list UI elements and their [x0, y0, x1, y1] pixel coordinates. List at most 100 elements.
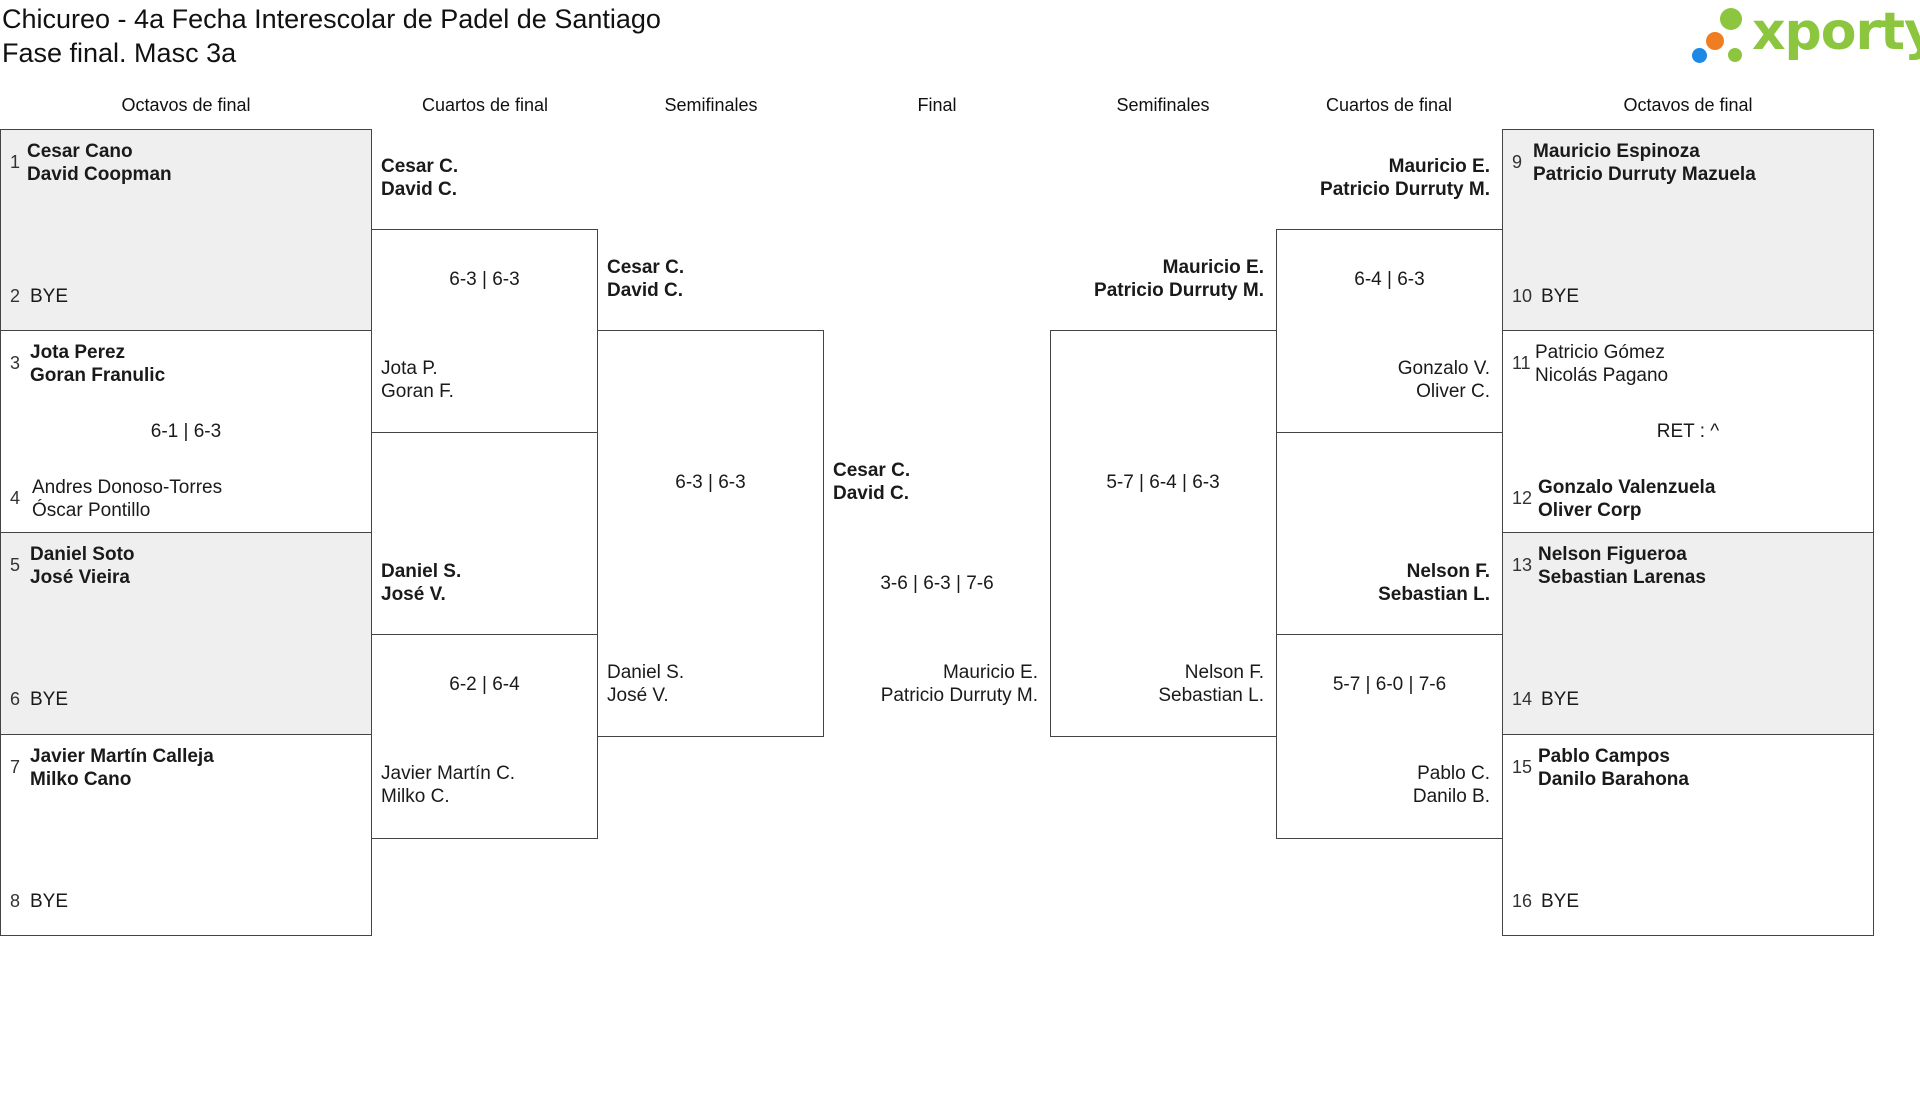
sf-right-score: 5-7 | 6-4 | 6-3 — [1106, 472, 1220, 493]
match-box-r4 — [1502, 734, 1874, 936]
title-line-1: Chicureo - 4a Fecha Interescolar de Pade… — [2, 4, 661, 34]
page-title: Chicureo - 4a Fecha Interescolar de Pade… — [2, 2, 661, 70]
team-13-player-1[interactable]: Nelson Figueroa — [1538, 544, 1687, 565]
team-3-player-2[interactable]: Goran Franulic — [30, 365, 166, 386]
logo-text: xporty — [1752, 2, 1920, 62]
team-12-player-1[interactable]: Gonzalo Valenzuela — [1538, 477, 1716, 498]
team-14-bye: BYE — [1541, 689, 1580, 710]
seed-11: 11 — [1512, 353, 1531, 373]
header-left-r16: Octavos de final — [121, 95, 251, 115]
qf-right-b-bottom-player-2[interactable]: Danilo B. — [1412, 786, 1490, 807]
qf-left-a-bottom-player-1[interactable]: Jota P. — [381, 358, 438, 379]
seed-16: 16 — [1512, 891, 1533, 911]
seed-2: 2 — [10, 286, 21, 306]
team-7-player-2[interactable]: Milko Cano — [30, 769, 132, 790]
qf-left-b-bottom-player-2[interactable]: Milko C. — [381, 786, 450, 807]
team-12-player-2[interactable]: Oliver Corp — [1538, 500, 1642, 521]
seed-13: 13 — [1512, 555, 1533, 575]
logo-dot-green — [1720, 8, 1742, 30]
sf-left-bottom-player-2[interactable]: José V. — [607, 685, 669, 706]
match-box-r1 — [1502, 129, 1874, 331]
final-bottom-player-2[interactable]: Patricio Durruty M. — [880, 685, 1038, 706]
qf-left-a-top-player-2[interactable]: David C. — [381, 179, 458, 200]
title-line-2: Fase final. Masc 3a — [2, 38, 237, 68]
qf-right-b-top-player-2[interactable]: Sebastian L. — [1378, 584, 1490, 605]
qf-left-b-score: 6-2 | 6-4 — [449, 674, 520, 695]
qf-right-a-top-player-1[interactable]: Mauricio E. — [1388, 156, 1490, 177]
logo-dot-orange — [1706, 32, 1724, 50]
sf-right-top-player-1[interactable]: Mauricio E. — [1162, 257, 1264, 278]
team-9-player-2[interactable]: Patricio Durruty Mazuela — [1533, 164, 1756, 185]
team-4-player-1[interactable]: Andres Donoso-Torres — [32, 477, 223, 498]
team-11-player-2[interactable]: Nicolás Pagano — [1535, 365, 1669, 386]
seed-1: 1 — [10, 152, 21, 172]
score-match-r2: RET : ^ — [1656, 421, 1720, 442]
sf-right-bottom-player-2[interactable]: Sebastian L. — [1158, 685, 1264, 706]
qf-right-b-score: 5-7 | 6-0 | 7-6 — [1332, 674, 1447, 695]
seed-5: 5 — [10, 555, 21, 575]
seed-12: 12 — [1512, 488, 1533, 508]
team-2-bye: BYE — [30, 286, 69, 307]
qf-left-a-score: 6-3 | 6-3 — [449, 269, 520, 290]
team-8-bye: BYE — [30, 891, 69, 912]
sf-left-score: 6-3 | 6-3 — [675, 472, 746, 493]
sf-box-right — [1050, 330, 1277, 737]
header-left-sf: Semifinales — [664, 95, 758, 115]
team-15-player-2[interactable]: Danilo Barahona — [1538, 769, 1689, 790]
final-bottom-player-1[interactable]: Mauricio E. — [942, 662, 1038, 683]
team-4-player-2[interactable]: Óscar Pontillo — [32, 500, 151, 521]
logo-dot-green-small — [1728, 48, 1742, 62]
team-16-bye: BYE — [1541, 891, 1580, 912]
qf-right-b-bottom-player-1[interactable]: Pablo C. — [1417, 763, 1490, 784]
header-right-sf: Semifinales — [1116, 95, 1210, 115]
seed-9: 9 — [1512, 152, 1523, 172]
final-score: 3-6 | 6-3 | 7-6 — [880, 573, 994, 594]
qf-left-a-bottom-player-2[interactable]: Goran F. — [381, 381, 454, 402]
seed-6: 6 — [10, 689, 21, 709]
team-5-player-1[interactable]: Daniel Soto — [30, 544, 135, 565]
sf-left-bottom-player-1[interactable]: Daniel S. — [607, 662, 685, 683]
header-right-qf: Cuartos de final — [1325, 95, 1453, 115]
team-1-player-2[interactable]: David Coopman — [27, 164, 172, 185]
qf-right-b-top-player-1[interactable]: Nelson F. — [1406, 561, 1490, 582]
match-box-l3 — [0, 532, 372, 735]
qf-right-a-score: 6-4 | 6-3 — [1354, 269, 1425, 290]
qf-left-b-top-player-2[interactable]: José V. — [381, 584, 446, 605]
header-left-qf: Cuartos de final — [421, 95, 549, 115]
seed-3: 3 — [10, 353, 21, 373]
team-3-player-1[interactable]: Jota Perez — [30, 342, 126, 363]
seed-4: 4 — [10, 488, 21, 508]
team-6-bye: BYE — [30, 689, 69, 710]
team-9-player-1[interactable]: Mauricio Espinoza — [1533, 141, 1700, 162]
seed-10: 10 — [1512, 286, 1533, 306]
final-top-player-1[interactable]: Cesar C. — [833, 460, 911, 481]
seed-14: 14 — [1512, 689, 1533, 709]
score-match-l2: 6-1 | 6-3 — [150, 421, 222, 442]
logo-dot-blue — [1692, 48, 1707, 63]
qf-left-b-top-player-1[interactable]: Daniel S. — [381, 561, 462, 582]
match-box-l1 — [0, 129, 372, 331]
qf-left-b-bottom-player-1[interactable]: Javier Martín C. — [381, 763, 516, 784]
team-11-player-1[interactable]: Patricio Gómez — [1535, 342, 1665, 363]
sf-left-top-player-2[interactable]: David C. — [607, 280, 684, 301]
team-1-player-1[interactable]: Cesar Cano — [27, 141, 133, 162]
final-top-player-2[interactable]: David C. — [833, 483, 910, 504]
team-10-bye: BYE — [1541, 286, 1580, 307]
qf-right-a-top-player-2[interactable]: Patricio Durruty M. — [1320, 179, 1490, 200]
team-7-player-1[interactable]: Javier Martín Calleja — [30, 746, 214, 767]
team-15-player-1[interactable]: Pablo Campos — [1538, 746, 1670, 767]
qf-right-a-bottom-player-2[interactable]: Oliver C. — [1416, 381, 1490, 402]
header-final: Final — [917, 95, 957, 115]
sf-right-top-player-2[interactable]: Patricio Durruty M. — [1094, 280, 1264, 301]
team-13-player-2[interactable]: Sebastian Larenas — [1538, 567, 1706, 588]
seed-15: 15 — [1512, 757, 1533, 777]
qf-left-a-top-player-1[interactable]: Cesar C. — [381, 156, 459, 177]
sf-right-bottom-player-1[interactable]: Nelson F. — [1184, 662, 1264, 683]
xporty-logo[interactable]: xporty — [1690, 2, 1920, 72]
team-5-player-2[interactable]: José Vieira — [30, 567, 131, 588]
sf-left-top-player-1[interactable]: Cesar C. — [607, 257, 685, 278]
seed-8: 8 — [10, 891, 21, 911]
header-right-r16: Octavos de final — [1623, 95, 1753, 115]
sf-box-left — [597, 330, 824, 737]
qf-right-a-bottom-player-1[interactable]: Gonzalo V. — [1397, 358, 1490, 379]
